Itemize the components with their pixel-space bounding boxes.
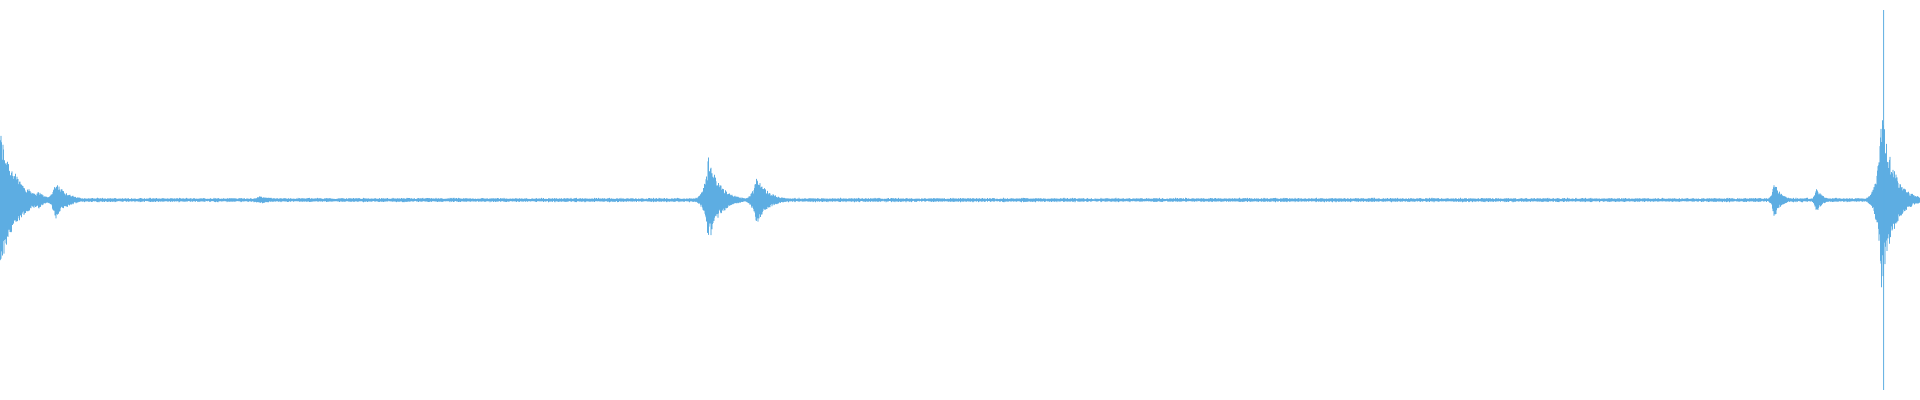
waveform-trace — [0, 120, 1920, 288]
